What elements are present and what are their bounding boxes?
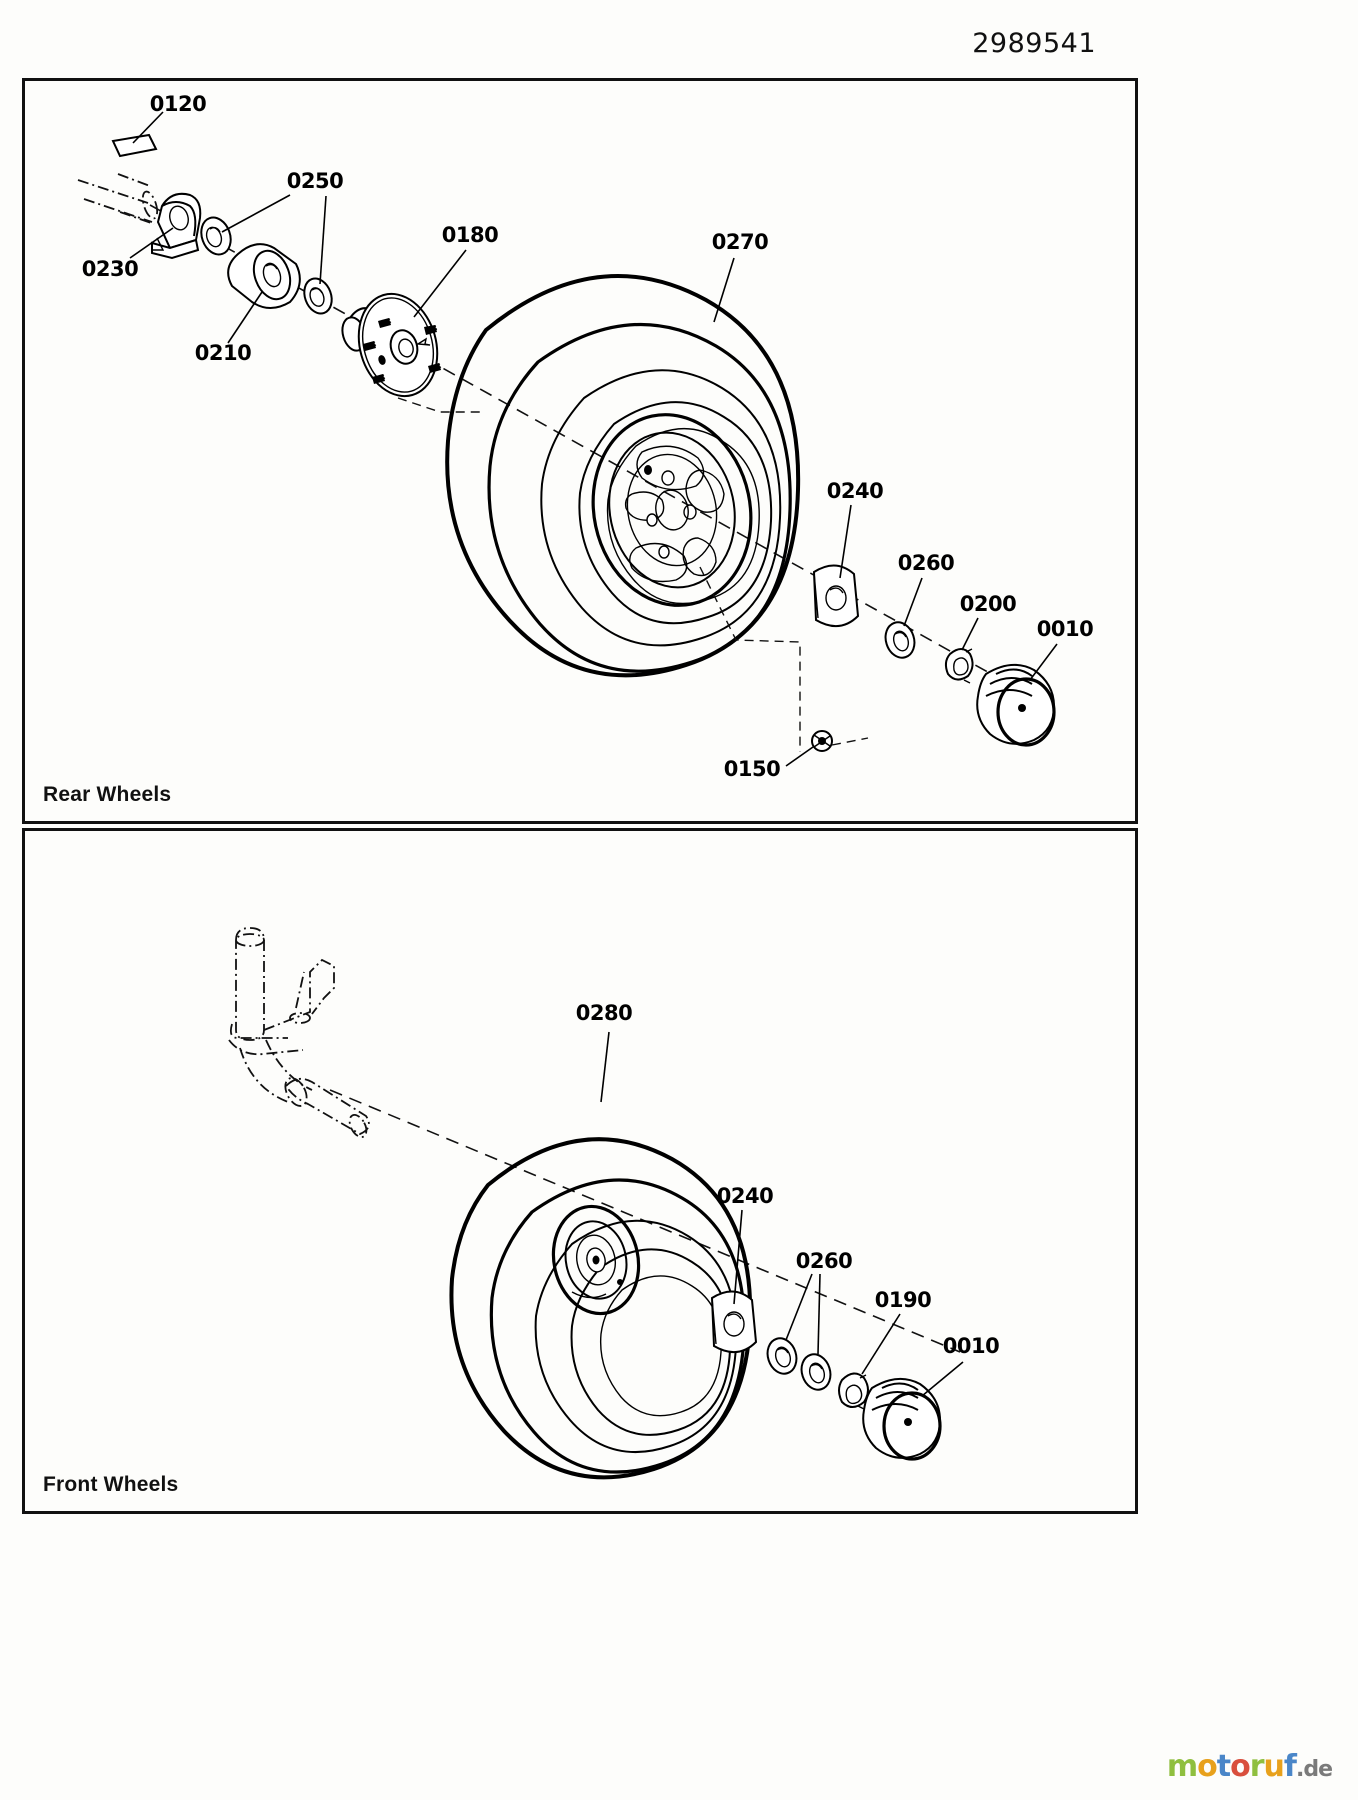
- callout-0250-rear: 0250: [286, 169, 344, 193]
- callout-0180-rear: 0180: [441, 223, 499, 247]
- panel-front-wheels: Front Wheels: [22, 828, 1138, 1514]
- callout-0210-rear: 0210: [194, 341, 252, 365]
- callout-0120-rear: 0120: [149, 92, 207, 116]
- panel-caption-rear: Rear Wheels: [43, 783, 172, 806]
- callout-0270-rear: 0270: [711, 230, 769, 254]
- watermark-letter-u: u: [1263, 1749, 1285, 1784]
- watermark-letter-r: r: [1249, 1749, 1265, 1784]
- panel-rear-wheels: Rear Wheels: [22, 78, 1138, 824]
- callout-0260-front: 0260: [795, 1249, 853, 1273]
- motoruf-watermark: motoruf.de: [1166, 1749, 1333, 1784]
- callout-0010-front: 0010: [942, 1334, 1000, 1358]
- callout-0230-rear: 0230: [81, 257, 139, 281]
- callout-0260-rear: 0260: [897, 551, 955, 575]
- callout-0010-rear: 0010: [1036, 617, 1094, 641]
- callout-0150-rear: 0150: [723, 757, 781, 781]
- callout-0240-rear: 0240: [826, 479, 884, 503]
- watermark-letter-t: t: [1216, 1749, 1231, 1784]
- callout-0190-front: 0190: [874, 1288, 932, 1312]
- document-number: 2989541: [972, 28, 1096, 59]
- callout-0280-front: 0280: [575, 1001, 633, 1025]
- watermark-letter-m: m: [1166, 1749, 1198, 1784]
- callout-0200-rear: 0200: [959, 592, 1017, 616]
- callout-0240-front: 0240: [716, 1184, 774, 1208]
- watermark-suffix: .de: [1295, 1757, 1333, 1782]
- watermark-letter-o2: o: [1230, 1749, 1251, 1784]
- watermark-letter-o1: o: [1197, 1749, 1218, 1784]
- watermark-letter-f: f: [1283, 1749, 1297, 1784]
- panel-caption-front: Front Wheels: [43, 1473, 179, 1496]
